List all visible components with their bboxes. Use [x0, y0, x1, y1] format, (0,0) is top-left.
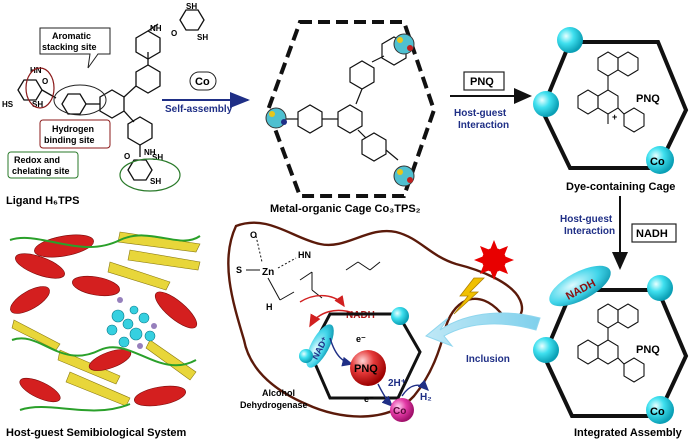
- mech-h2-label: H₂: [420, 392, 432, 403]
- dye-cage-node-left: [533, 91, 559, 117]
- redox-callout-line1: Redox and: [14, 155, 60, 165]
- protein-ribbon-image: [4, 224, 204, 420]
- mech-e2-label: e⁻: [364, 394, 374, 404]
- nadh-reagent-label: NADH: [636, 228, 668, 240]
- mech-pnq-label: PNQ: [354, 363, 378, 375]
- lightning-icon: [453, 277, 485, 315]
- ligand-caption: Ligand H₆TPS: [6, 195, 79, 207]
- integrated-co-label: Co: [650, 406, 665, 418]
- ligand-atom-hn-left: HN: [30, 66, 42, 75]
- mech-h-label: H: [266, 302, 273, 312]
- cage-co-node-bottom: [393, 165, 415, 187]
- redox-callout-line2: chelating site: [12, 166, 70, 176]
- hydrogen-callout-line2: binding site: [44, 135, 95, 145]
- inclusion-label: Inclusion: [466, 354, 510, 365]
- ligand-atom-nh-bottom: NH: [144, 148, 156, 157]
- integrated-caption: Integrated Assembly: [574, 427, 683, 439]
- dye-cage-co-label: Co: [650, 156, 665, 168]
- integrated-pnq-label: PNQ: [636, 344, 660, 356]
- ligand-atom-sh-bottom: SH: [152, 153, 163, 162]
- dye-cage-charge: +: [612, 112, 617, 122]
- aromatic-callout: [39, 27, 111, 69]
- nadh-reagent-box: [631, 223, 677, 243]
- host-guest-label-1-line1: Host-guest: [454, 108, 507, 119]
- dye-cage-node-top-left: [557, 27, 583, 53]
- integrated-nadh-blob: [549, 265, 611, 307]
- mech-s-label: S: [236, 265, 242, 275]
- self-assembly-label: Self-assembly: [165, 104, 233, 115]
- ligand-atom-o-top: O: [171, 29, 177, 38]
- aromatic-callout-line2: stacking site: [42, 42, 97, 52]
- ligand-atom-sh-top: SH: [186, 2, 197, 11]
- sun-icon: [474, 240, 514, 280]
- mech-nad-blob: [306, 324, 334, 368]
- metal-organic-cage: [265, 20, 437, 198]
- dye-cage-caption: Dye-containing Cage: [566, 181, 675, 193]
- redox-callout: [7, 151, 181, 192]
- host-guest-label-2-line2: Interaction: [564, 226, 615, 237]
- ligand-atom-nh-top: NH: [150, 24, 162, 33]
- ligand-atom-hs-left: HS: [2, 100, 14, 109]
- aromatic-callout-line1: Aromatic: [52, 31, 91, 41]
- inclusion-arrow: [425, 312, 541, 348]
- integrated-node-co: [646, 396, 674, 424]
- mech-proton-label: 2H⁺: [388, 378, 406, 389]
- hydrogen-callout: [39, 119, 111, 149]
- mech-hn-label: HN: [298, 250, 311, 260]
- mech-co-ball: [390, 398, 414, 422]
- semibio-caption: Host-guest Semibiological System: [6, 427, 187, 439]
- host-guest-label-1-line2: Interaction: [458, 120, 509, 131]
- oxidation-arrow: [299, 295, 345, 308]
- h2-evolution-arrow: [401, 379, 429, 397]
- mech-zn-label: Zn: [262, 267, 274, 278]
- ligand-structure: [17, 9, 205, 181]
- co-reagent-box: [189, 71, 217, 91]
- ligand-atom-o-left: O: [42, 77, 48, 86]
- electron-arrow-1: [329, 337, 354, 367]
- cage-co-node-left: [265, 107, 287, 129]
- host-guest-label-2-line1: Host-guest: [560, 214, 613, 225]
- electron-arrow-2: [377, 383, 393, 407]
- integrated-node-top-right: [647, 275, 673, 301]
- dye-cage-pnq-label: PNQ: [636, 93, 660, 105]
- mech-o-label: O: [250, 230, 257, 240]
- ligand-atom-sh-top2: SH: [197, 33, 208, 42]
- dye-cage-node-co: [646, 146, 674, 174]
- aromatic-site-highlight: [53, 84, 107, 116]
- mech-node-left: [299, 349, 313, 363]
- enzyme-label-line2: Dehydrogenase: [240, 400, 308, 410]
- pnq-reagent-box: [463, 71, 505, 91]
- hydrogen-callout-line1: Hydrogen: [52, 124, 94, 134]
- cage-caption: Metal-organic Cage Co₃TPS₂: [270, 203, 421, 215]
- enzyme-pocket-outline: [227, 221, 524, 418]
- ligand-atom-sh-left: SH: [32, 100, 43, 109]
- integrated-node-left: [533, 337, 559, 363]
- enzyme-label-line1: Alcohol: [262, 388, 295, 398]
- cage-co-node-top: [393, 33, 415, 55]
- mech-co-label: Co: [393, 406, 406, 417]
- co-reagent-label: Co: [195, 76, 210, 88]
- mech-pnq-ball: [350, 350, 386, 386]
- ligand-atom-sh-bottom2: SH: [150, 177, 161, 186]
- mech-node-top-right: [391, 307, 409, 325]
- mech-e1-label: e⁻: [356, 334, 366, 344]
- pnq-reagent-label: PNQ: [470, 76, 494, 88]
- ligand-atom-o-bottom: O: [124, 152, 130, 161]
- hydrogen-site-highlight: [25, 67, 55, 109]
- nadh-to-nad-arrow: [309, 309, 357, 328]
